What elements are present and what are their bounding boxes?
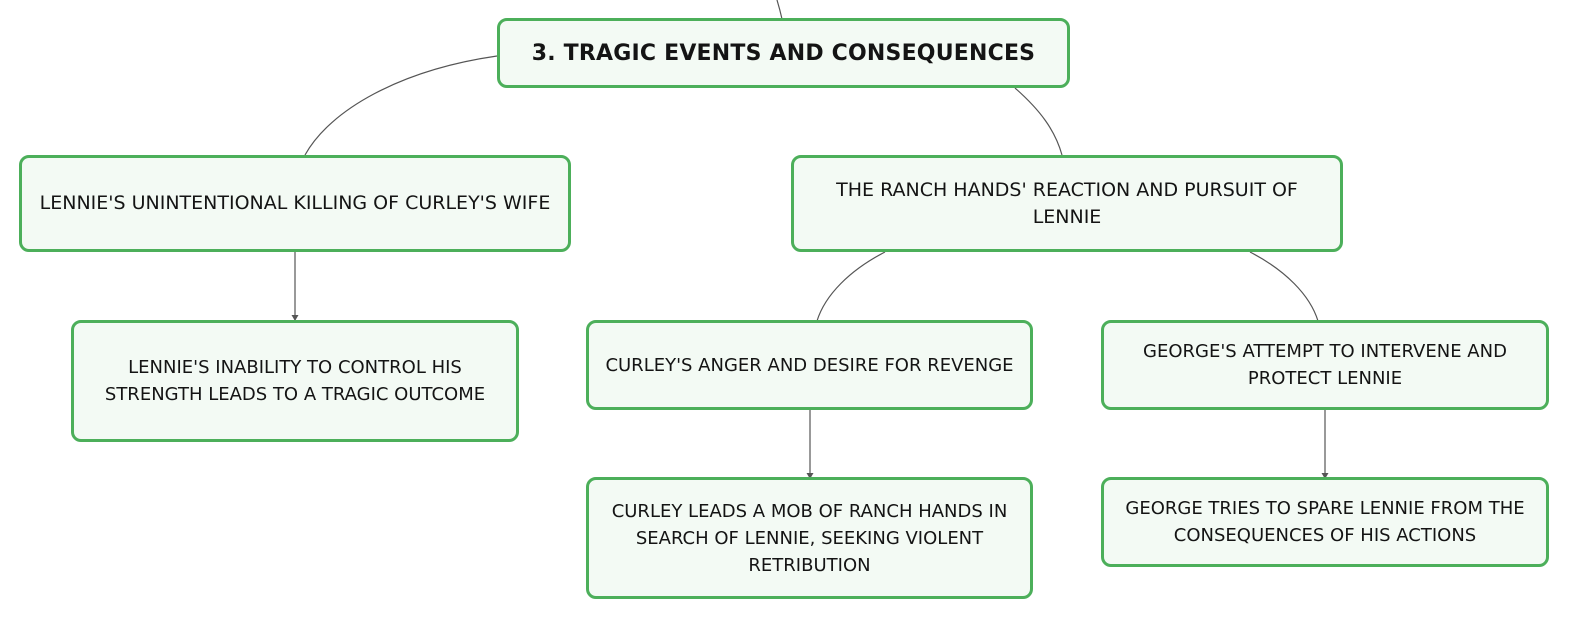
connector-incoming-root (776, 0, 783, 20)
node-george-attempt-intervene[interactable]: GEORGE'S ATTEMPT TO INTERVENE AND PROTEC… (1101, 320, 1549, 410)
node-lennie-killing-curleys-wife[interactable]: LENNIE'S UNINTENTIONAL KILLING OF CURLEY… (19, 155, 571, 252)
root-node-tragic-events[interactable]: 3. TRAGIC EVENTS AND CONSEQUENCES (497, 18, 1070, 88)
node-label: GEORGE TRIES TO SPARE LENNIE FROM THE CO… (1125, 498, 1525, 546)
node-label: LENNIE'S INABILITY TO CONTROL HIS STRENG… (104, 357, 486, 405)
arrowhead-spare (1321, 473, 1329, 479)
node-label: LENNIE'S UNINTENTIONAL KILLING OF CURLEY… (39, 192, 551, 214)
node-label: CURLEY LEADS A MOB OF RANCH HANDS IN SEA… (611, 500, 1008, 576)
connector-root-to-killing (304, 55, 498, 156)
node-label: GEORGE'S ATTEMPT TO INTERVENE AND PROTEC… (1143, 341, 1507, 389)
node-ranch-hands-reaction-pursuit[interactable]: THE RANCH HANDS' REACTION AND PURSUIT OF… (791, 155, 1343, 252)
connector-pursuit-to-anger (816, 251, 886, 322)
node-curley-anger-revenge[interactable]: CURLEY'S ANGER AND DESIRE FOR REVENGE (586, 320, 1033, 410)
connector-pursuit-to-george (1249, 251, 1319, 322)
node-lennie-inability-control-strength[interactable]: LENNIE'S INABILITY TO CONTROL HIS STRENG… (71, 320, 519, 442)
node-curley-leads-mob[interactable]: CURLEY LEADS A MOB OF RANCH HANDS IN SEA… (586, 477, 1033, 599)
arrowhead-strength (291, 315, 299, 321)
node-label: THE RANCH HANDS' REACTION AND PURSUIT OF… (836, 178, 1298, 228)
root-node-label: 3. TRAGIC EVENTS AND CONSEQUENCES (531, 40, 1036, 66)
arrowhead-mob (806, 473, 814, 479)
connector-root-to-pursuit (1014, 87, 1063, 156)
node-george-spare-lennie[interactable]: GEORGE TRIES TO SPARE LENNIE FROM THE CO… (1101, 477, 1549, 567)
node-label: CURLEY'S ANGER AND DESIRE FOR REVENGE (605, 354, 1014, 376)
